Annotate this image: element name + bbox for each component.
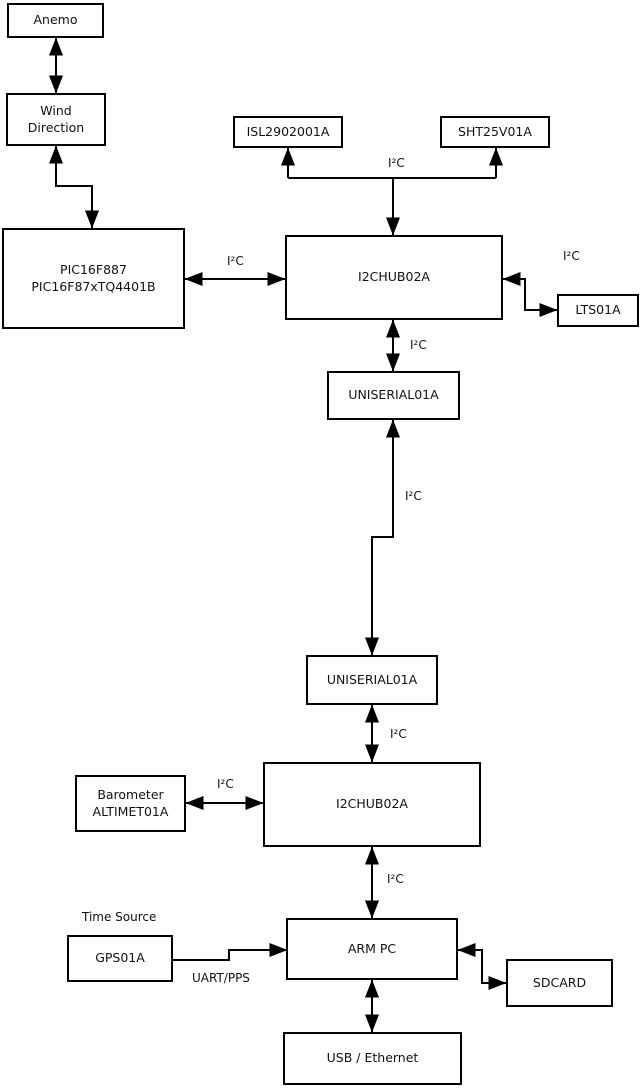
node-arm-pc-label: ARM PC [347, 940, 397, 956]
edge-gps-armpc [173, 943, 288, 961]
node-anemo: Anemo [7, 3, 104, 38]
edge-label-uart-pps: UART/PPS [192, 971, 250, 985]
edge-label-i2c-hub2-armpc: I²C [387, 872, 404, 886]
node-pic16f887-line2: PIC16F87xTQ4401B [31, 278, 156, 294]
node-wind-direction: Wind Direction [6, 93, 106, 146]
edge-label-time-source: Time Source [82, 910, 157, 924]
node-arm-pc: ARM PC [286, 918, 458, 980]
node-gps01a-label: GPS01A [95, 950, 145, 966]
node-gps01a: GPS01A [67, 935, 173, 982]
edge-label-i2c-long-link: I²C [405, 489, 422, 503]
edge-hub1-lts [502, 272, 558, 317]
node-barometer-line1: Barometer [97, 787, 164, 803]
node-sht25v01a: SHT25V01A [440, 116, 550, 148]
node-i2chub02a-2: I2CHUB02A [263, 762, 481, 847]
edge-label-i2c-hub1-uniserial1: I²C [410, 338, 427, 352]
node-anemo-label: Anemo [33, 12, 78, 28]
node-usb-ethernet-label: USB / Ethernet [326, 1050, 419, 1066]
node-isl2902001a-label: ISL2902001A [246, 123, 330, 139]
edge-label-i2c-barometer-hub2: I²C [217, 777, 234, 791]
node-uniserial01a-1: UNISERIAL01A [327, 371, 460, 420]
node-uniserial01a-2: UNISERIAL01A [306, 655, 438, 705]
edge-label-i2c-hub1-lts: I²C [563, 249, 580, 263]
node-lts01a-label: LTS01A [575, 302, 621, 318]
node-barometer-altimet01a: Barometer ALTIMET01A [75, 775, 186, 832]
node-uniserial01a-1-label: UNISERIAL01A [348, 387, 439, 403]
node-i2chub02a-2-label: I2CHUB02A [336, 796, 408, 812]
edge-armpc-sdcard [457, 943, 507, 990]
node-lts01a: LTS01A [557, 294, 639, 327]
node-isl2902001a: ISL2902001A [233, 116, 343, 148]
node-i2chub02a-1-label: I2CHUB02A [358, 269, 430, 285]
edge-wind-pic [49, 145, 99, 229]
edge-label-i2c-pic-hub1: I²C [227, 254, 244, 268]
node-wind-direction-line1: Wind [40, 103, 72, 119]
node-pic16f887-line1: PIC16F887 [60, 262, 127, 278]
node-sht25v01a-label: SHT25V01A [458, 123, 532, 139]
node-i2chub02a-1: I2CHUB02A [285, 235, 503, 320]
edge-uniserial1-uniserial2 [365, 419, 400, 656]
node-wind-direction-line2: Direction [27, 119, 85, 135]
node-uniserial01a-2-label: UNISERIAL01A [326, 671, 418, 687]
node-usb-ethernet: USB / Ethernet [283, 1032, 462, 1085]
node-sdcard-label: SDCARD [532, 974, 587, 990]
node-sdcard: SDCARD [506, 959, 613, 1007]
node-pic16f887: PIC16F887 PIC16F87xTQ4401B [2, 228, 185, 329]
edge-label-i2c-uniserial2-hub2: I²C [390, 727, 407, 741]
node-barometer-line2: ALTIMET01A [92, 803, 169, 819]
edge-label-i2c-sensors-top: I²C [388, 156, 405, 170]
